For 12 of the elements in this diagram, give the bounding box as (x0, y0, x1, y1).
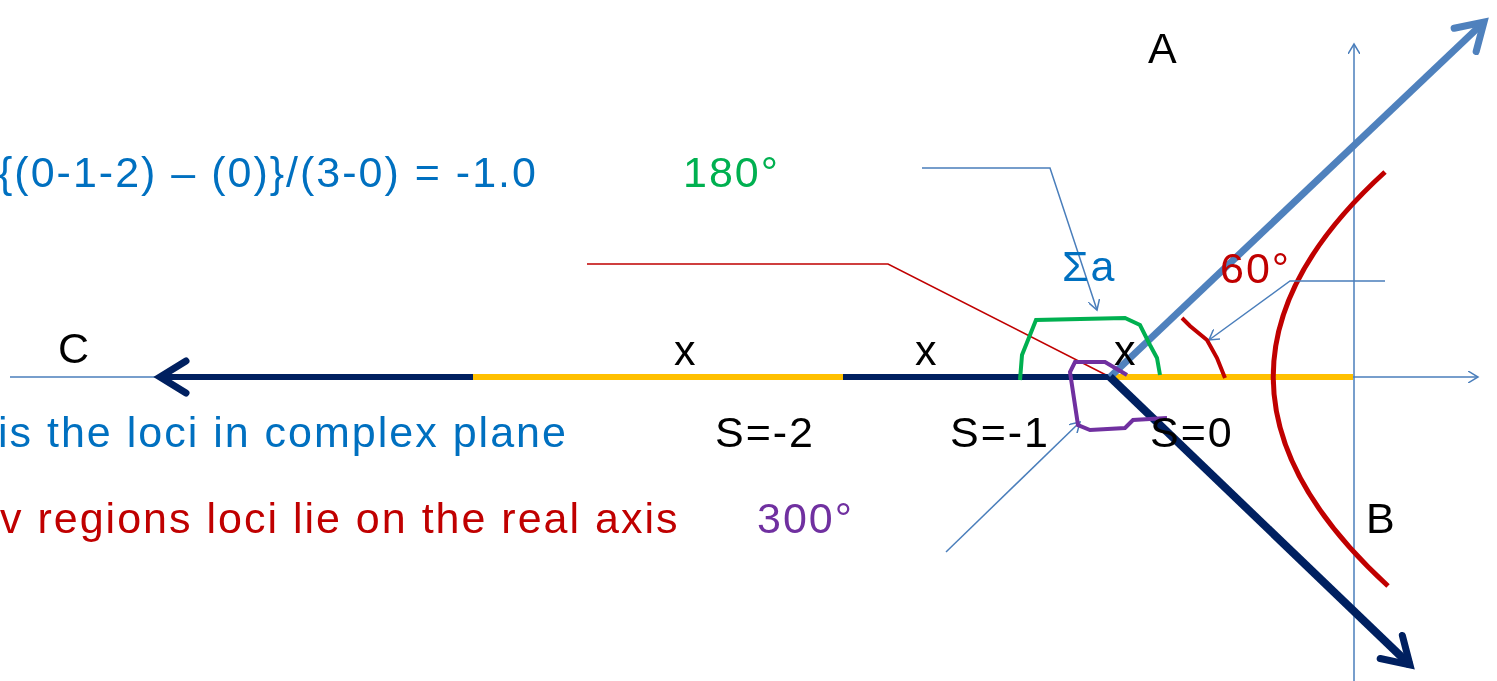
note-text: v regions loci lie on the real axis (0, 494, 680, 542)
angle-label: 300° (757, 494, 854, 542)
point-label: A (1148, 24, 1179, 72)
pole-mark: x (674, 326, 698, 374)
pole-mark: x (915, 326, 939, 374)
angle-label: 60° (1220, 244, 1292, 292)
angle-label: 180° (683, 148, 780, 196)
point-label: C (58, 324, 92, 372)
note-text: is the loci in complex plane (0, 408, 568, 456)
point-label: B (1366, 494, 1397, 542)
pole-label: S=-1 (950, 408, 1051, 456)
pole-label: S=-2 (715, 408, 816, 456)
